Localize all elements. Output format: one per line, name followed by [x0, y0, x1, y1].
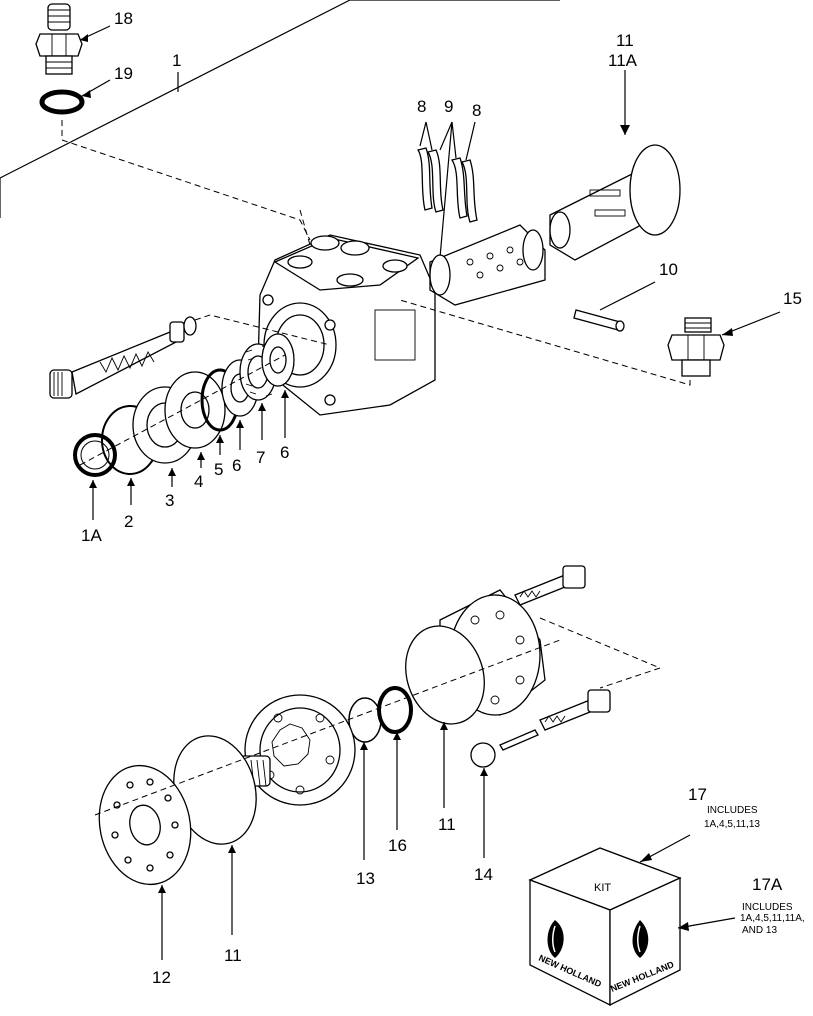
callout-19: 19 [114, 64, 133, 83]
callout-17-list: 1A,4,5,11,13 [704, 819, 760, 830]
bearing-race-6b[interactable] [261, 333, 295, 387]
callout-8b: 8 [472, 101, 481, 120]
kit-label: KIT [594, 882, 611, 894]
callout-17A-list2: AND 13 [742, 925, 777, 936]
gerotor-housing[interactable] [244, 694, 356, 806]
seal-4[interactable] [164, 371, 226, 449]
callout-7: 7 [256, 448, 265, 467]
callout-15: 15 [783, 289, 802, 308]
fitting-18[interactable] [35, 3, 83, 75]
callout-10: 10 [659, 260, 678, 279]
callout-1A: 1A [81, 526, 102, 545]
callout-11-bottom: 11 [224, 946, 242, 965]
o-ring-16[interactable] [377, 686, 413, 734]
new-holland-leaf-logo-left [547, 920, 564, 958]
callout-4: 4 [194, 472, 203, 491]
valve-stem[interactable] [49, 316, 197, 399]
callout-11-mid: 11 [438, 815, 456, 834]
callout-1: 1 [172, 51, 181, 70]
callout-18: 18 [114, 9, 133, 28]
bolt-top[interactable] [514, 565, 586, 606]
ball-14[interactable] [470, 742, 496, 768]
callout-11-top: 11 [616, 31, 634, 50]
callout-17A-includes: INCLUDES [742, 902, 793, 913]
callout-14: 14 [474, 865, 493, 884]
new-holland-leaf-logo-right [632, 920, 649, 958]
callout-13: 13 [356, 869, 375, 888]
end-plate-12[interactable] [89, 757, 202, 893]
seal-ring-13[interactable] [348, 697, 382, 743]
plate-11[interactable] [393, 616, 496, 735]
callout-6b: 6 [280, 443, 289, 462]
seal-ring-1A[interactable] [73, 433, 117, 477]
callout-12: 12 [152, 968, 171, 987]
o-ring-19[interactable] [39, 89, 85, 115]
callout-17-includes: INCLUDES [707, 805, 758, 816]
pin-10[interactable] [573, 309, 625, 332]
valve-housing[interactable] [257, 234, 436, 416]
callout-2: 2 [124, 512, 133, 531]
callout-6a: 6 [232, 456, 241, 475]
callout-5: 5 [214, 460, 223, 479]
callout-16: 16 [388, 836, 407, 855]
bolt-bottom[interactable] [539, 689, 611, 731]
spool-sleeve-11[interactable] [429, 144, 681, 306]
callout-17A-list1: 1A,4,5,11,11A, [740, 913, 805, 924]
callout-3: 3 [165, 491, 174, 510]
callout-17A: 17A [752, 875, 783, 894]
bracket-lines [0, 0, 560, 218]
callout-17: 17 [688, 785, 707, 804]
centering-springs-8-9[interactable] [416, 147, 478, 223]
callout-9: 9 [444, 97, 453, 116]
pin-small[interactable] [499, 729, 539, 751]
callout-11A-top: 11A [608, 51, 638, 70]
fitting-15[interactable] [667, 317, 725, 377]
kit-box[interactable] [528, 847, 682, 1007]
callout-8a: 8 [417, 97, 426, 116]
